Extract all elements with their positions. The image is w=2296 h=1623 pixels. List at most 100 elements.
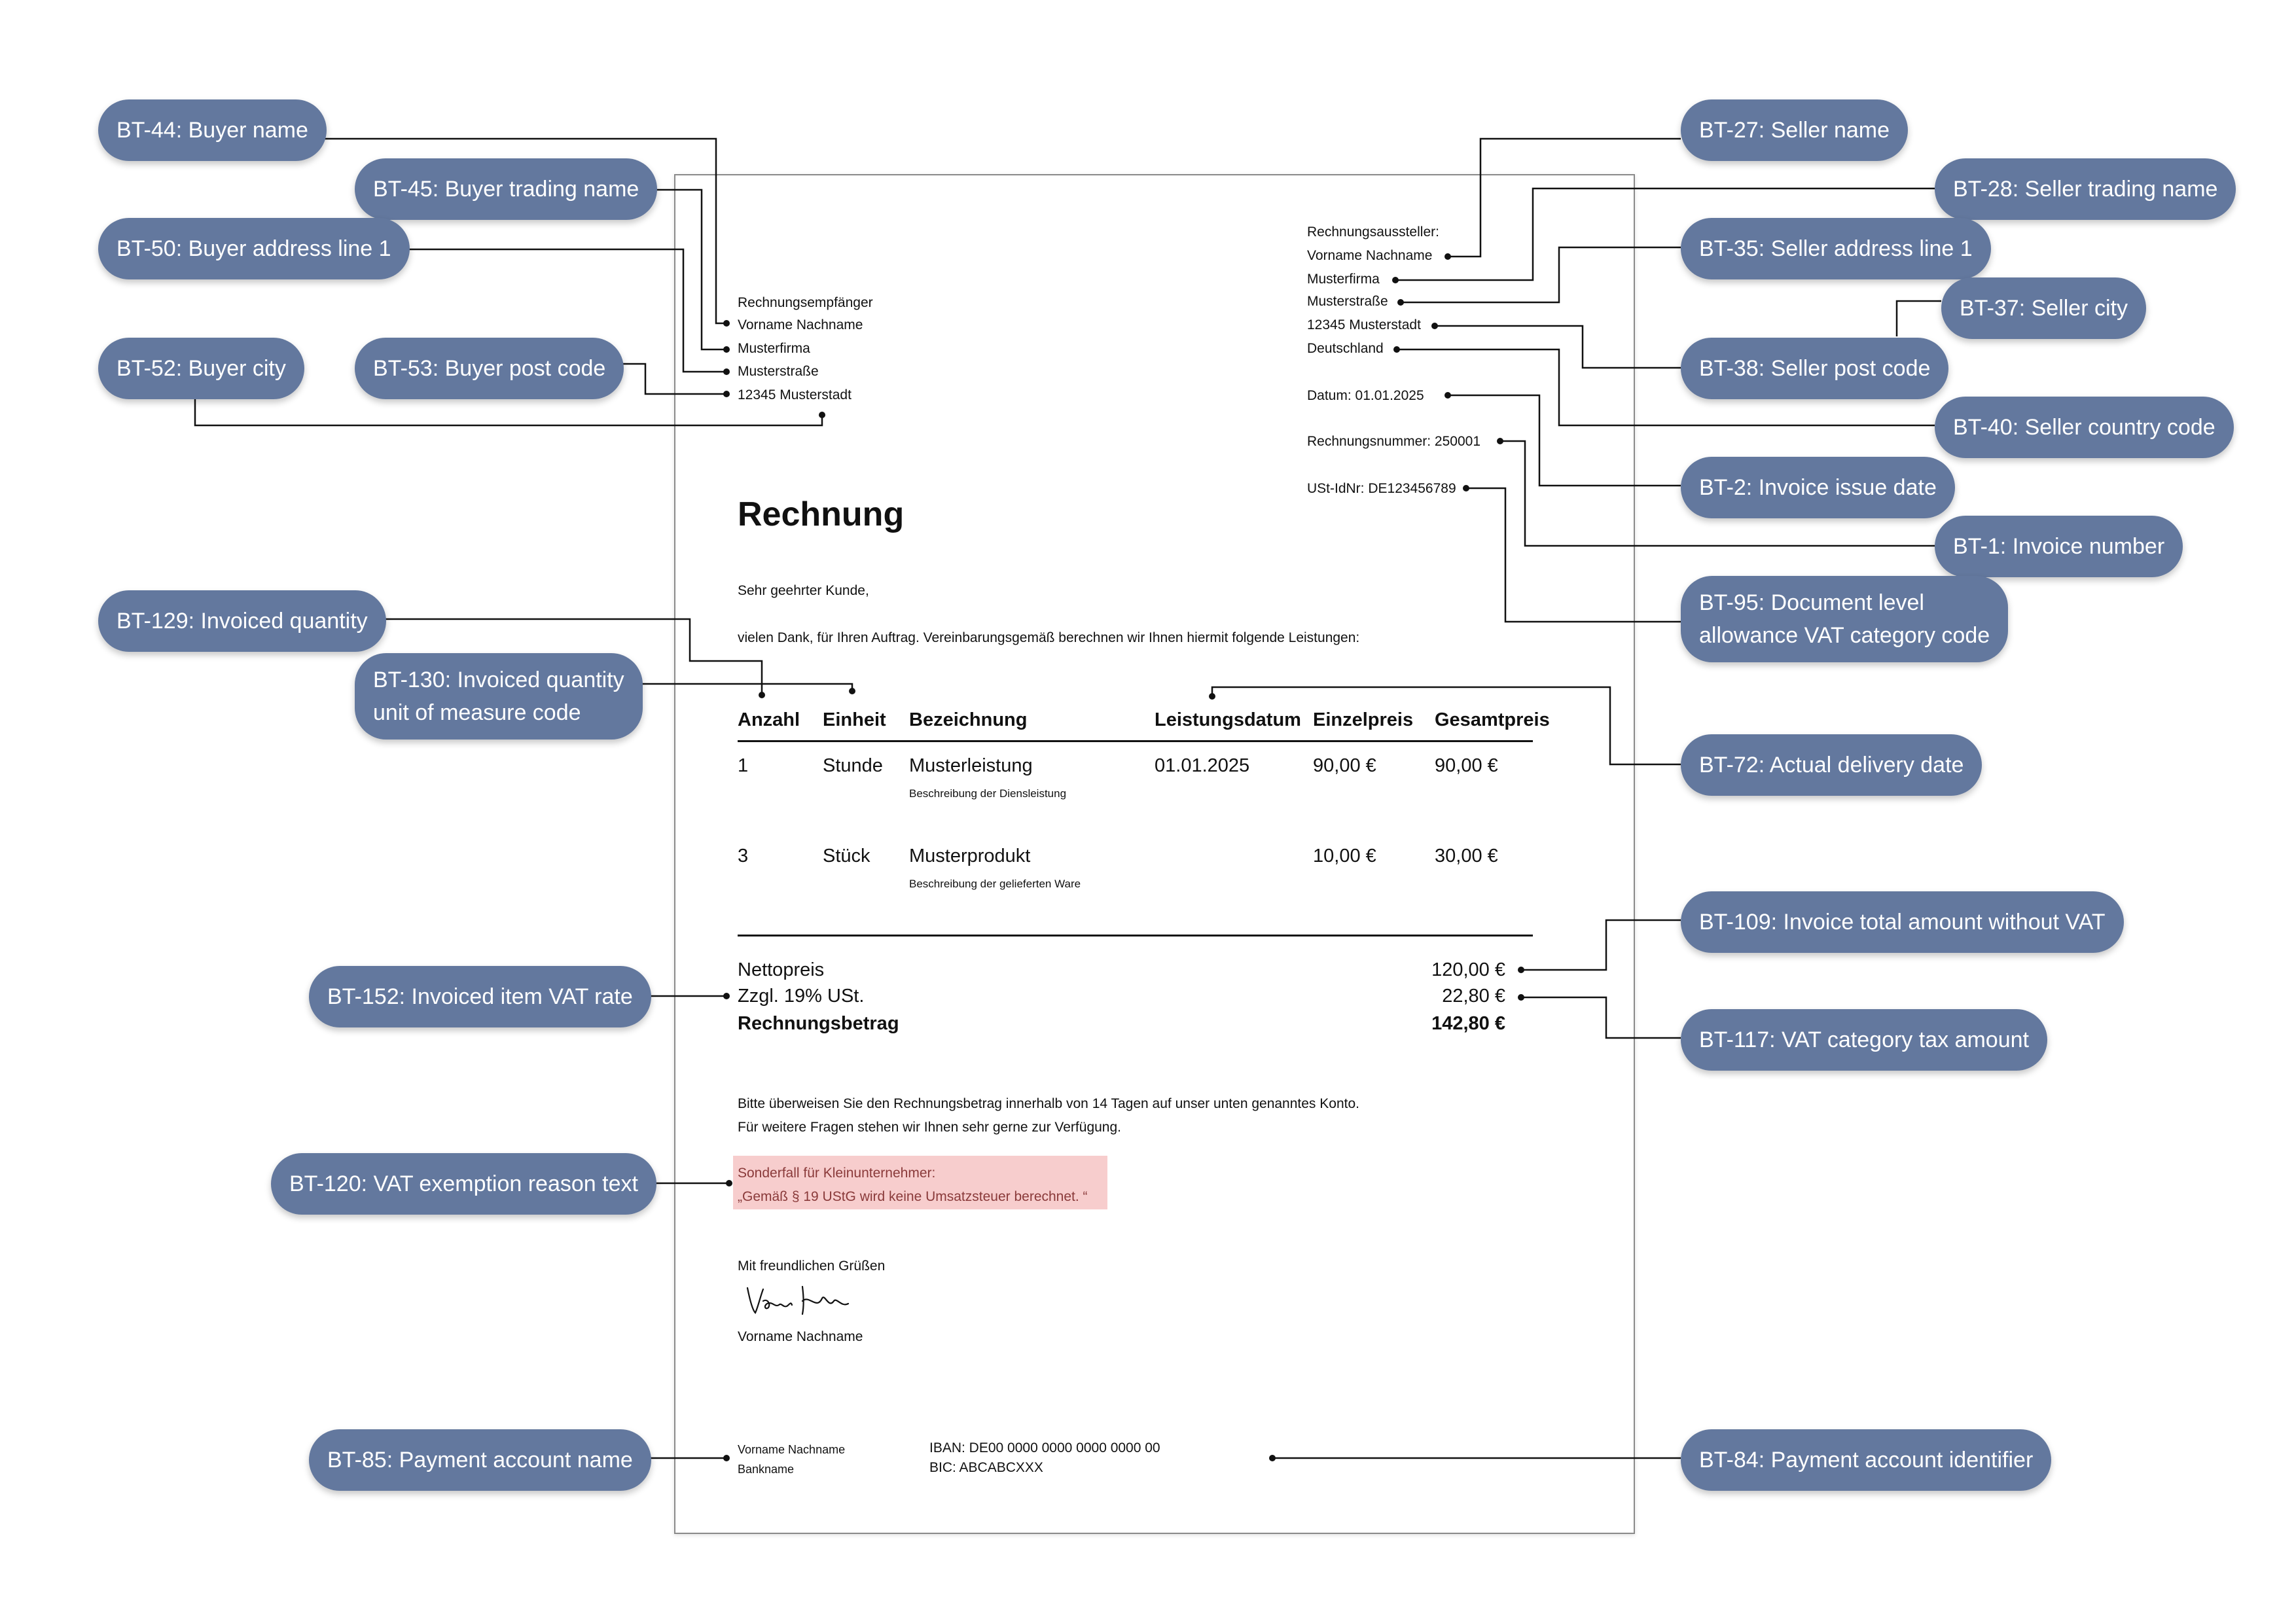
- seller-company: Musterfirma: [1307, 272, 1380, 287]
- seller-vat-id: USt-IdNr: DE123456789: [1307, 481, 1456, 496]
- label-bt109: BT-109: Invoice total amount without VAT: [1681, 891, 2124, 953]
- net-value: 120,00 €: [1431, 959, 1505, 980]
- row-unit-price: 10,00 €: [1313, 846, 1376, 866]
- buyer-heading: Rechnungsempfänger: [738, 295, 873, 310]
- row-qty: 1: [738, 755, 749, 776]
- line-bt72: [1211, 686, 1681, 766]
- label-bt37: BT-37: Seller city: [1941, 277, 2146, 339]
- label-bt130-line1: BT-130: Invoiced quantity: [373, 668, 624, 692]
- line-bt44: [308, 137, 726, 325]
- label-bt35: BT-35: Seller address line 1: [1681, 218, 1991, 279]
- buyer-name: Vorname Nachname: [738, 317, 863, 332]
- col-header-unit: Einheit: [823, 709, 886, 730]
- col-header-date: Leistungsdatum: [1155, 709, 1301, 730]
- exemption-text: „Gemäß § 19 UStG wird keine Umsatzsteuer…: [738, 1189, 1088, 1204]
- footer-iban: IBAN: DE00 0000 0000 0000 0000 00: [929, 1440, 1160, 1455]
- vat-label: Zzgl. 19% USt.: [738, 986, 865, 1007]
- line-bt53: [605, 363, 726, 395]
- line-bt130: [630, 683, 853, 691]
- invoice-number: Rechnungsnummer: 250001: [1307, 434, 1481, 449]
- label-bt129: BT-129: Invoiced quantity: [98, 590, 386, 652]
- line-bt50: [380, 248, 726, 373]
- net-label: Nettopreis: [738, 959, 825, 980]
- intro-text: vielen Dank, für Ihren Auftrag. Vereinba…: [738, 630, 1360, 645]
- label-bt53: BT-53: Buyer post code: [355, 338, 624, 399]
- seller-name: Vorname Nachname: [1307, 248, 1433, 263]
- line-bt38: [1435, 325, 1681, 369]
- row-desc: Beschreibung der Diensleistung: [909, 787, 1067, 800]
- seller-city: 12345 Musterstadt: [1307, 317, 1421, 332]
- table-header-rule: [738, 740, 1533, 742]
- row-unit-price: 90,00 €: [1313, 755, 1376, 776]
- label-bt130: BT-130: Invoiced quantity unit of measur…: [355, 653, 643, 740]
- seller-street: Musterstraße: [1307, 294, 1388, 309]
- line-bt129: [353, 618, 763, 695]
- footer-account-name: Vorname Nachname: [738, 1443, 846, 1456]
- line-bt95: [1466, 487, 1681, 623]
- row-unit: Stunde: [823, 755, 883, 776]
- label-bt38: BT-38: Seller post code: [1681, 338, 1949, 399]
- line-bt2: [1448, 394, 1681, 487]
- label-bt95-line2: allowance VAT category code: [1699, 623, 1990, 648]
- line-bt52: [194, 399, 823, 427]
- seller-country: Deutschland: [1307, 341, 1384, 356]
- footer-bank-name: Bankname: [738, 1463, 795, 1476]
- line-bt28: [1395, 187, 1935, 281]
- label-bt44: BT-44: Buyer name: [98, 99, 327, 161]
- col-header-total: Gesamtpreis: [1435, 709, 1550, 730]
- row-unit: Stück: [823, 846, 870, 866]
- label-bt84: BT-84: Payment account identifier: [1681, 1429, 2052, 1491]
- line-bt109: [1521, 919, 1681, 971]
- label-bt27: BT-27: Seller name: [1681, 99, 1909, 161]
- footer-bic: BIC: ABCABCXXX: [929, 1460, 1043, 1475]
- line-bt27: [1448, 137, 1681, 258]
- signature-name: Vorname Nachname: [738, 1329, 863, 1344]
- label-bt45: BT-45: Buyer trading name: [355, 158, 658, 220]
- exemption-heading: Sonderfall für Kleinunternehmer:: [738, 1166, 936, 1181]
- row-name: Musterleistung: [909, 755, 1033, 776]
- label-bt95: BT-95: Document level allowance VAT cate…: [1681, 576, 2009, 662]
- payment-note-2: Für weitere Fragen stehen wir Ihnen sehr…: [738, 1120, 1121, 1135]
- label-bt2: BT-2: Invoice issue date: [1681, 457, 1955, 518]
- line-bt35: [1401, 246, 1681, 304]
- col-header-qty: Anzahl: [738, 709, 800, 730]
- line-bt37: [1895, 300, 1941, 336]
- label-bt1: BT-1: Invoice number: [1935, 516, 2183, 577]
- buyer-company: Musterfirma: [738, 341, 810, 356]
- vat-value: 22,80 €: [1442, 986, 1505, 1007]
- row-qty: 3: [738, 846, 749, 866]
- label-bt120: BT-120: VAT exemption reason text: [271, 1153, 656, 1215]
- buyer-city: 12345 Musterstadt: [738, 387, 852, 402]
- line-bt1: [1500, 440, 1935, 547]
- label-bt28: BT-28: Seller trading name: [1935, 158, 2236, 220]
- label-bt40: BT-40: Seller country code: [1935, 397, 2234, 458]
- exemption-highlight: [733, 1156, 1107, 1209]
- greeting: Sehr geehrter Kunde,: [738, 583, 869, 598]
- invoice-title: Rechnung: [738, 495, 905, 533]
- label-bt85: BT-85: Payment account name: [309, 1429, 651, 1491]
- label-bt50: BT-50: Buyer address line 1: [98, 218, 410, 279]
- label-bt117: BT-117: VAT category tax amount: [1681, 1009, 2047, 1071]
- label-bt152: BT-152: Invoiced item VAT rate: [309, 966, 651, 1027]
- payment-note: Bitte überweisen Sie den Rechnungsbetrag…: [738, 1096, 1359, 1111]
- line-bt40: [1397, 348, 1935, 427]
- row-name: Musterprodukt: [909, 846, 1031, 866]
- label-bt130-line2: unit of measure code: [373, 700, 581, 725]
- col-header-unit-price: Einzelpreis: [1313, 709, 1414, 730]
- label-bt72: BT-72: Actual delivery date: [1681, 734, 1982, 796]
- gross-value: 142,80 €: [1431, 1013, 1505, 1034]
- label-bt95-line1: BT-95: Document level: [1699, 590, 1924, 615]
- row-total: 30,00 €: [1435, 846, 1498, 866]
- label-bt52: BT-52: Buyer city: [98, 338, 304, 399]
- buyer-street: Musterstraße: [738, 364, 819, 379]
- seller-heading: Rechnungsaussteller:: [1307, 224, 1439, 240]
- line-bt45: [631, 188, 726, 351]
- row-total: 90,00 €: [1435, 755, 1498, 776]
- row-desc: Beschreibung der gelieferten Ware: [909, 878, 1081, 890]
- gross-label: Rechnungsbetrag: [738, 1013, 899, 1034]
- signature-image: [746, 1285, 850, 1315]
- col-header-name: Bezeichnung: [909, 709, 1028, 730]
- totals-rule: [738, 935, 1533, 936]
- row-date: 01.01.2025: [1155, 755, 1250, 776]
- invoice-page: [674, 174, 1635, 1534]
